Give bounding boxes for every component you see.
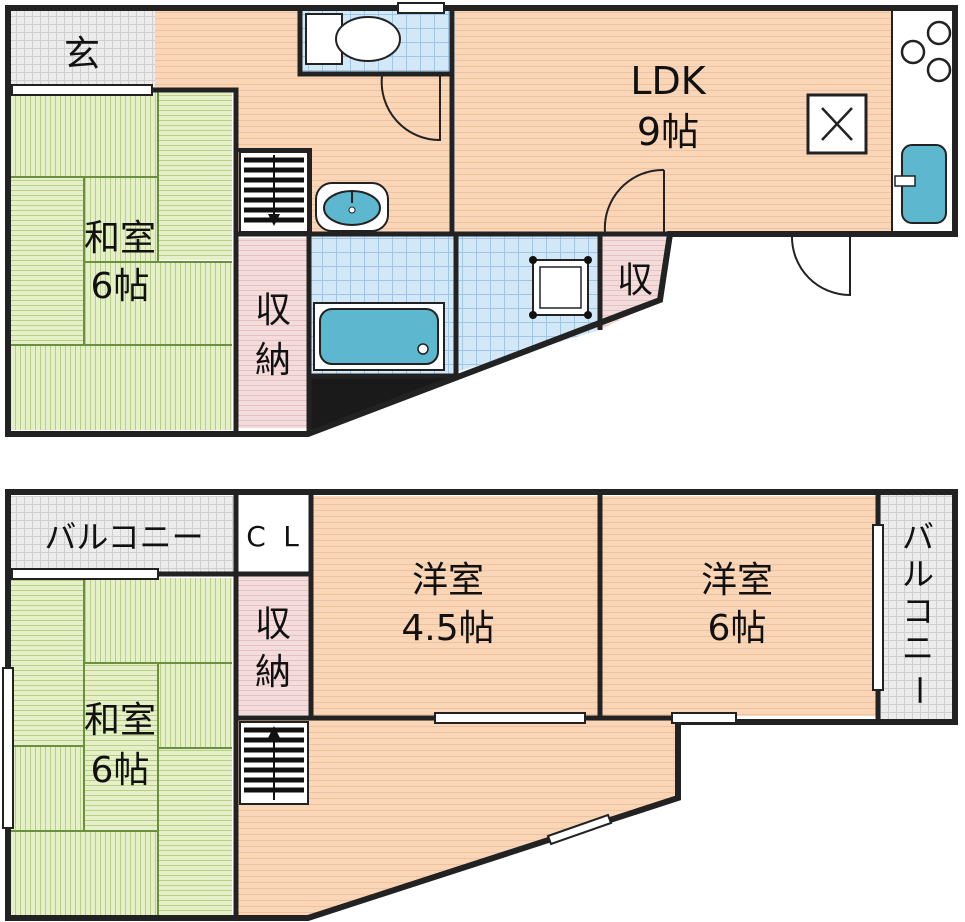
toilet-fixture [305,13,401,65]
closet-l-label: L [283,520,299,553]
walls-floor-1 [5,5,958,437]
balcony-right-label-2: ル [902,555,934,593]
toilet-door [380,75,441,142]
balcony-right-label-5: ー [900,674,938,706]
floor-2: バルコニー C L 収 納 洋室 4.5帖 洋室 6帖 バ ル コ ニ ー 和室… [2,489,958,921]
washitsu-1-label: 和室 [84,218,156,259]
washitsu-2-label: 和室 [84,700,156,741]
room-6-label: 洋室 [701,560,773,601]
storage-2 [238,575,310,715]
stairs-2 [239,721,309,805]
storage-1-label-2: 納 [255,340,291,381]
closet-cl [238,496,310,572]
balcony-right-label-4: ニ [902,629,934,667]
floor-1: 玄 LDK 9帖 和室 6帖 収 納 収 [5,2,958,437]
kitchen-sink [894,144,947,224]
room-6 [602,496,876,716]
hallway-2-floor [237,718,676,916]
entrance-area [10,10,155,88]
windows-floor-1 [11,2,445,96]
closet-c-label: C [246,520,266,553]
balcony-left-label: バルコニー [44,518,203,556]
stairs-1 [239,151,309,233]
doors-floor-1 [380,75,851,297]
bathtub [313,302,445,371]
room-45-size-label: 4.5帖 [401,608,494,649]
room-45 [313,496,599,716]
washitsu-2-size-label: 6帖 [91,750,150,791]
windows-floor-2 [2,524,884,846]
washitsu-1 [10,92,232,430]
storage-1 [237,238,307,428]
ldk-door [603,168,665,233]
ldk-size-label: 9帖 [637,110,699,154]
washitsu-2 [10,578,232,916]
washbasin [315,182,389,232]
storage-2-label-2: 納 [255,652,291,693]
balcony-right-label-3: コ [902,592,934,630]
entrance-label: 玄 [64,34,100,75]
storage-2-label: 収 [255,604,291,645]
washitsu-1-size-label: 6帖 [91,266,150,307]
hallway-floor [155,8,450,235]
balcony-left [10,496,235,572]
small-storage-label: 収 [617,260,653,301]
stove-icon [900,20,952,83]
ventilation-icon [806,93,868,155]
washing-machine [529,256,592,319]
room-45-label: 洋室 [412,560,484,601]
ldk-label: LDK [630,59,706,103]
small-storage-area [600,236,668,330]
room-6-size-label: 6帖 [708,608,767,649]
storage-1-label: 収 [255,290,291,331]
balcony-right [880,494,955,720]
balcony-door [790,235,851,297]
balcony-right-label-1: バ [902,518,934,556]
